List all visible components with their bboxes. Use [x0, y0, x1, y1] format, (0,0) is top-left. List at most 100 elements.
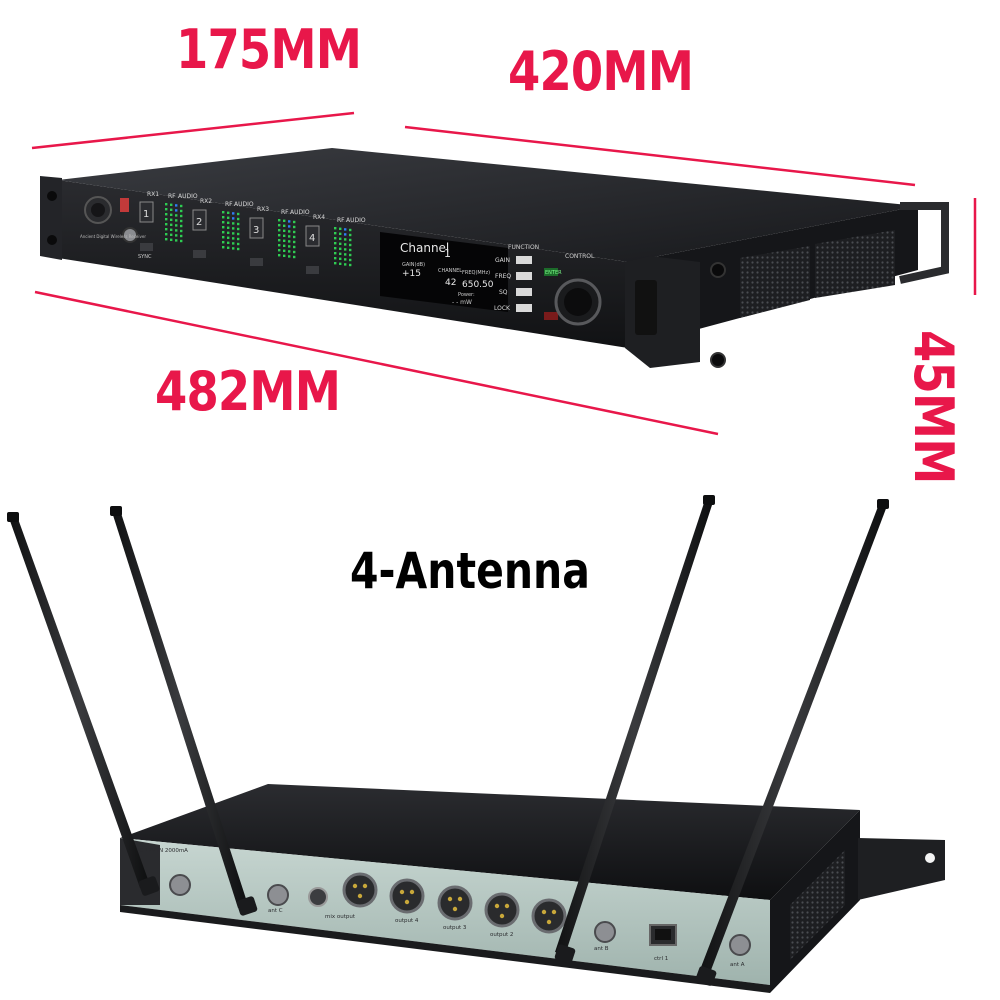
led-segment — [170, 238, 173, 241]
svg-text:Power:: Power: — [458, 292, 475, 298]
svg-text:2: 2 — [196, 217, 202, 228]
led-segment — [283, 244, 286, 247]
svg-text:42: 42 — [445, 278, 456, 288]
svg-text:3: 3 — [253, 225, 259, 236]
svg-text:ENTER: ENTER — [545, 270, 562, 276]
led-segment — [339, 247, 342, 250]
led-segment — [344, 238, 347, 241]
led-segment — [339, 237, 342, 240]
svg-text:RF: RF — [281, 209, 289, 216]
led-segment — [170, 203, 173, 206]
svg-text:+15: +15 — [402, 269, 421, 279]
led-segment — [237, 222, 240, 226]
led-segment — [293, 220, 296, 224]
led-segment — [232, 242, 235, 245]
led-segment — [278, 254, 281, 257]
led-segment — [339, 242, 342, 245]
led-segment — [232, 217, 235, 220]
led-segment — [227, 221, 230, 224]
led-segment — [165, 203, 168, 206]
svg-text:mix output: mix output — [325, 914, 356, 920]
led-segment — [227, 236, 230, 239]
led-segment — [222, 236, 225, 239]
led-segment — [222, 241, 225, 244]
led-segment — [222, 211, 225, 214]
led-segment — [349, 253, 352, 257]
led-segment — [288, 245, 291, 248]
svg-text:RF: RF — [168, 193, 176, 200]
led-segment — [283, 249, 286, 252]
led-segment — [288, 240, 291, 243]
led-segment — [237, 227, 240, 231]
led-segment — [339, 227, 342, 230]
led-segment — [232, 247, 235, 250]
led-segment — [278, 224, 281, 227]
led-segment — [170, 218, 173, 221]
led-segment — [278, 239, 281, 242]
led-segment — [175, 214, 178, 217]
led-segment — [344, 243, 347, 246]
led-segment — [222, 226, 225, 229]
led-segment — [278, 234, 281, 237]
led-segment — [175, 229, 178, 232]
led-segment — [170, 233, 173, 236]
svg-text:1: 1 — [143, 209, 149, 220]
antenna-4 — [695, 504, 887, 986]
led-segment — [175, 204, 178, 207]
svg-text:ant C: ant C — [268, 908, 283, 914]
led-segment — [232, 212, 235, 215]
svg-text:FREQ: FREQ — [495, 273, 511, 280]
svg-text:LOCK: LOCK — [494, 305, 511, 312]
led-segment — [344, 263, 347, 266]
led-segment — [180, 204, 183, 208]
rear-connectors — [132, 858, 751, 956]
power-input-label: DC 12V IN 2000mA — [135, 848, 188, 854]
led-segment — [222, 231, 225, 234]
led-segment — [165, 213, 168, 216]
led-segment — [278, 249, 281, 252]
svg-text:RF: RF — [225, 201, 233, 208]
control-section: CONTROL ENTER — [544, 253, 602, 326]
led-segment — [283, 234, 286, 237]
led-segment — [339, 232, 342, 235]
led-segment — [232, 237, 235, 240]
svg-text:RF: RF — [337, 217, 345, 224]
led-meters — [165, 203, 352, 267]
led-segment — [222, 221, 225, 224]
rear-panel-labels: DC 12V IN 2000mA ant C mix output output… — [135, 848, 745, 968]
led-segment — [283, 239, 286, 242]
led-segment — [165, 223, 168, 226]
svg-text:CHANNEL: CHANNEL — [438, 268, 462, 274]
receiver-front-view — [40, 148, 949, 368]
led-segment — [175, 219, 178, 222]
led-segment — [339, 257, 342, 260]
led-segment — [349, 248, 352, 252]
led-segment — [349, 238, 352, 242]
led-segment — [180, 224, 183, 228]
svg-text:4: 4 — [309, 233, 315, 244]
rx3-label: RX3 — [257, 206, 269, 213]
led-segment — [165, 233, 168, 236]
led-segment — [165, 238, 168, 241]
led-segment — [344, 228, 347, 231]
led-segment — [344, 233, 347, 236]
lcd-display: Channel 1 GAIN(dB) +15 CHANNEL FREQ(MHz)… — [380, 232, 508, 312]
led-segment — [288, 255, 291, 258]
led-segment — [227, 246, 230, 249]
led-segment — [288, 230, 291, 233]
led-segment — [180, 234, 183, 238]
channel-number-boxes: 1 2 3 4 SYNC — [138, 201, 320, 274]
led-segment — [227, 241, 230, 244]
led-segment — [170, 223, 173, 226]
led-segment — [283, 254, 286, 257]
led-segment — [334, 247, 337, 250]
led-segment — [180, 209, 183, 213]
led-segment — [170, 228, 173, 231]
led-segment — [180, 214, 183, 218]
led-segment — [165, 228, 168, 231]
antenna-2 — [112, 510, 258, 916]
svg-text:output 2: output 2 — [490, 932, 513, 938]
led-segment — [349, 228, 352, 232]
led-segment — [349, 233, 352, 237]
led-segment — [283, 224, 286, 227]
